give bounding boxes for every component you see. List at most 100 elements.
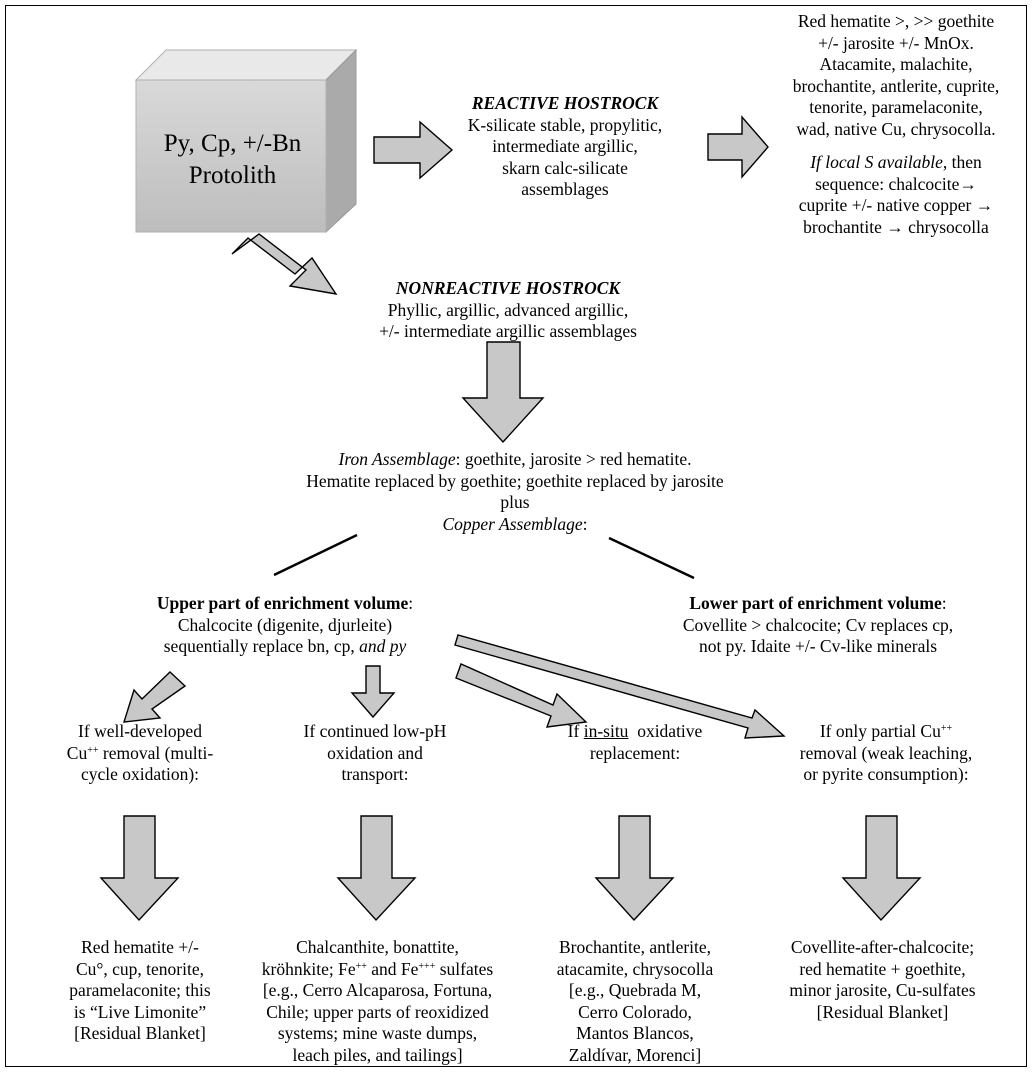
iron-assemblage-label: Iron Assemblage	[338, 449, 456, 469]
protolith-label: Py, Cp, +/-Bn Protolith	[150, 128, 315, 192]
condition-3-text: oxidative	[628, 721, 703, 741]
arrow-to-outcome-2	[336, 815, 417, 922]
reactive-result-line: Atacamite, malachite,	[819, 54, 973, 74]
diagram-frame	[5, 5, 1027, 1067]
iron-assemblage-line: Iron Assemblage: goethite, jarosite > re…	[230, 449, 800, 471]
outcome-3-line: [e.g., Quebrada M,	[568, 980, 702, 1000]
outcome-3-line: Cerro Colorado,	[578, 1001, 692, 1022]
reactive-result-line: tenorite, paramelaconite,	[809, 97, 983, 117]
reactive-line: K-silicate stable, propylitic,	[467, 114, 663, 135]
arrow-to-condition-2	[350, 665, 396, 719]
lower-title-rest: :	[941, 593, 947, 613]
outcome-3-line: Zaldívar, Morenci]	[568, 1044, 702, 1065]
branch-line-left	[273, 533, 358, 577]
condition-2-line: transport:	[341, 764, 409, 784]
upper-line-2-text: sequentially replace bn, cp,	[163, 636, 360, 656]
outcome-2-line: leach piles, and tailings]	[292, 1044, 463, 1065]
outcome-2-line: kröhnkite; Fe++ and Fe+++ sulfates	[240, 959, 515, 981]
outcome-2-line: Chile; upper parts of reoxidized	[266, 1001, 489, 1022]
arrow-to-nonreactive	[231, 233, 338, 295]
copper-assemblage-label: Copper Assemblage	[442, 513, 583, 534]
outcome-3-line: atacamite, chrysocolla	[556, 958, 714, 979]
outcome-1-line: is “Live Limonite”	[73, 1001, 207, 1022]
condition-4-text: If only partial Cu	[819, 721, 941, 741]
arrow-to-condition-4	[454, 634, 786, 739]
upper-line-1: Chalcocite (digenite, djurleite)	[177, 614, 393, 635]
reactive-line: intermediate argillic,	[492, 136, 638, 156]
outcome-3: Brochantite, antlerite, atacamite, chrys…	[525, 937, 745, 1066]
condition-2-line: If continued low-pH	[303, 721, 447, 741]
local-s-italic: If local S available	[810, 152, 943, 172]
outcome-2-text: sulfates	[435, 958, 494, 979]
in-situ-text: in-situ	[583, 721, 629, 741]
arrow-to-reactive	[373, 120, 454, 180]
box-front-face	[135, 79, 327, 233]
condition-1: If well-developed Cu++ removal (multi- c…	[30, 721, 250, 786]
sequence-line: sequence: chalcocite→	[815, 173, 977, 194]
reactive-result-line: +/- jarosite +/- MnOx.	[818, 32, 974, 53]
outcome-2-line: systems; mine waste dumps,	[277, 1023, 478, 1043]
outcome-1-line: paramelaconite; this	[69, 980, 211, 1000]
condition-2-line: oxidation and	[327, 742, 423, 763]
condition-3-text: If	[567, 721, 584, 741]
condition-1-line: Cu++ removal (multi-	[30, 743, 250, 765]
arrow-to-outcome-3	[594, 815, 675, 922]
nonreactive-line: +/- intermediate argillic assemblages	[379, 321, 637, 341]
copper-assemblage-text: :	[582, 513, 588, 534]
arrow-to-assemblage	[461, 341, 545, 444]
outcome-1-line: Cu°, cup, tenorite,	[75, 958, 204, 979]
outcome-4-line: Covellite-after-chalcocite;	[790, 937, 975, 957]
outcome-4-line: minor jarosite, Cu-sulfates	[789, 980, 976, 1000]
cu-charge: ++	[87, 744, 99, 756]
box-top-face	[134, 49, 358, 81]
outcome-2-line: [e.g., Cerro Alcaparosa, Fortuna,	[262, 980, 493, 1000]
outcome-2-line: Chalcanthite, bonattite,	[296, 937, 459, 957]
condition-3-line: replacement:	[589, 742, 681, 763]
outcome-1-line: Red hematite +/-	[81, 937, 199, 957]
lower-title: Lower part of enrichment volume	[689, 593, 942, 613]
assemblage-line-3: plus	[500, 492, 530, 512]
condition-1-line: If well-developed	[78, 721, 202, 741]
condition-3: If in-situ oxidative replacement:	[530, 721, 740, 764]
outcome-2-text: kröhnkite; Fe	[261, 958, 356, 979]
reactive-result-line: Red hematite >, >> goethite	[797, 11, 995, 31]
local-s-rest: , then	[942, 152, 982, 172]
reactive-line: assemblages	[521, 179, 609, 199]
fe-charge: ++	[355, 960, 367, 972]
iron-assemblage-text: : goethite, jarosite > red hematite.	[455, 449, 692, 469]
outcome-3-line: Mantos Blancos,	[576, 1023, 694, 1043]
branch-line-right	[608, 536, 695, 580]
arrow-to-condition-3	[455, 663, 588, 728]
outcome-2-text: and Fe	[366, 958, 419, 979]
cu-text: Cu	[66, 742, 88, 763]
protolith-line1: Py, Cp, +/-Bn	[163, 130, 302, 157]
nonreactive-line: Phyllic, argillic, advanced argillic,	[387, 299, 629, 320]
nonreactive-hostrock-block: NONREACTIVE HOSTROCK Phyllic, argillic, …	[348, 278, 668, 343]
outcome-4-line: [Residual Blanket]	[816, 1001, 949, 1022]
reactive-title: REACTIVE HOSTROCK	[471, 93, 659, 113]
condition-4-line: removal (weak leaching,	[799, 742, 973, 763]
upper-line-2-italic: and py	[359, 636, 407, 656]
copper-assemblage-line: Copper Assemblage:	[230, 514, 800, 536]
outcome-1: Red hematite +/- Cu°, cup, tenorite, par…	[30, 937, 250, 1045]
box-side-face	[325, 48, 357, 234]
assemblage-block: Iron Assemblage: goethite, jarosite > re…	[230, 449, 800, 535]
condition-4-line: If only partial Cu++	[776, 721, 996, 743]
lower-line-1: Covellite > chalcocite; Cv replaces cp,	[682, 614, 954, 635]
outcome-3-line: Brochantite, antlerite,	[558, 937, 712, 957]
upper-title-rest: :	[408, 593, 414, 613]
outcome-1-line: [Residual Blanket]	[74, 1023, 206, 1043]
arrow-to-outcome-1	[99, 815, 180, 922]
reactive-results-block: Red hematite >, >> goethite +/- jarosite…	[768, 11, 1024, 238]
lower-enrichment-block: Lower part of enrichment volume: Covelli…	[628, 593, 1008, 658]
upper-title-line: Upper part of enrichment volume:	[100, 593, 470, 615]
sequence-line: brochantite → chrysocolla	[803, 216, 989, 237]
condition-4-line: or pyrite consumption):	[803, 764, 969, 784]
condition-1-text: removal (multi-	[98, 742, 214, 763]
protolith-box	[134, 48, 358, 234]
lower-title-line: Lower part of enrichment volume:	[628, 593, 1008, 615]
sequence-line: cuprite +/- native copper →	[798, 195, 994, 215]
upper-title: Upper part of enrichment volume	[156, 593, 409, 613]
nonreactive-title: NONREACTIVE HOSTROCK	[395, 278, 621, 298]
fe-charge: +++	[418, 960, 436, 972]
